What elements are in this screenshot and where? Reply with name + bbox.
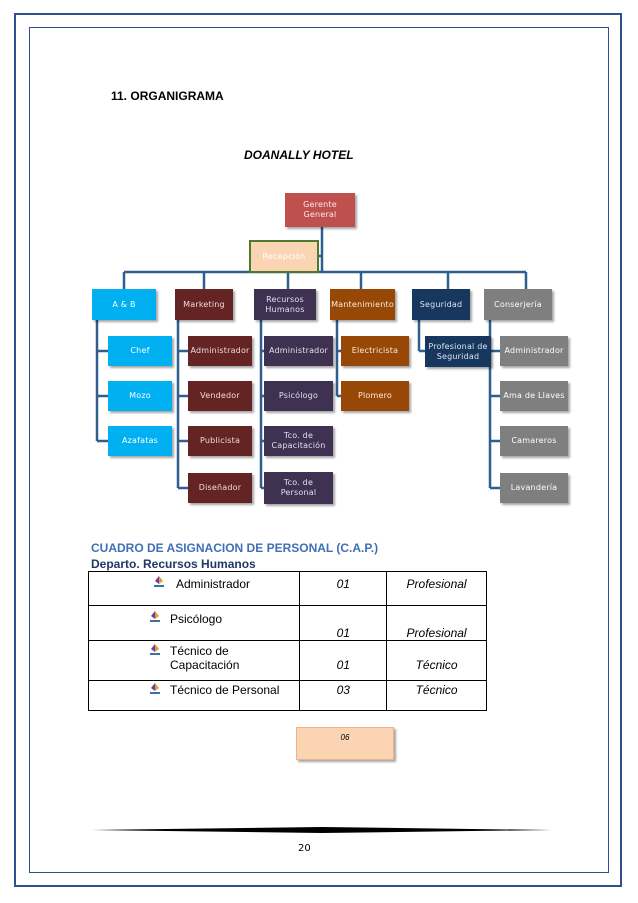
org-recepcion: Recepción — [249, 240, 319, 273]
org-role-conserjeria-administrador: Administrador — [500, 336, 568, 366]
org-role-azafatas: Azafatas — [108, 426, 172, 456]
cap-count: 01 — [299, 571, 388, 606]
cap-type: Profesional — [386, 571, 487, 606]
org-dept-marketing: Marketing — [175, 289, 233, 320]
cap-total: 06 — [296, 727, 394, 760]
org-role-electricista: Electricista — [341, 336, 409, 366]
org-role-ama-de-llaves: Ama de Llaves — [500, 381, 568, 411]
org-role-chef: Chef — [108, 336, 172, 366]
org-role-tco-capacitacion: Tco. de Capacitación — [264, 426, 333, 456]
org-role-plomero: Plomero — [341, 381, 409, 411]
cap-count: 03 — [299, 680, 388, 711]
section-heading: 11. ORGANIGRAMA — [111, 89, 224, 103]
cap-role: Técnico de Personal — [170, 683, 280, 697]
page-border-inner — [29, 27, 609, 873]
hotel-name: DOANALLY HOTEL — [244, 148, 354, 162]
org-role-profesional-seguridad: Profesional de Seguridad — [425, 336, 491, 367]
org-dept-conserjeria: Conserjería — [484, 289, 552, 320]
cap-role: Técnico de Capacitación — [170, 644, 240, 672]
org-dept-rrhh: Recursos Humanos — [254, 289, 316, 320]
org-dept-ab: A & B — [92, 289, 156, 320]
cap-table: Administrador 01 Profesional Psicólogo 0… — [87, 571, 487, 711]
bullet-icon — [150, 611, 160, 622]
cap-type: Técnico — [386, 640, 487, 681]
cap-department: Departo. Recursos Humanos — [91, 557, 256, 571]
bullet-icon — [150, 683, 160, 694]
cap-count: 01 — [299, 640, 388, 681]
table-row: Técnico de Capacitación 01 Técnico — [87, 640, 487, 681]
cap-role: Psicólogo — [170, 612, 223, 626]
page-border-outer — [14, 13, 622, 887]
table-row: Técnico de Personal 03 Técnico — [87, 680, 487, 711]
org-role-vendedor: Vendedor — [188, 381, 252, 411]
cap-role: Administrador — [176, 577, 251, 591]
org-dept-mantenimiento: Mantenimiento — [330, 289, 395, 320]
cap-title: CUADRO DE ASIGNACION DE PERSONAL (C.A.P.… — [91, 541, 379, 555]
org-role-mozo: Mozo — [108, 381, 172, 411]
org-role-mkt-administrador: Administrador — [188, 336, 252, 366]
org-role-camareros: Camareros — [500, 426, 568, 456]
org-role-rrhh-administrador: Administrador — [264, 336, 333, 366]
bullet-icon — [150, 644, 160, 655]
table-row: Administrador 01 Profesional — [87, 571, 487, 606]
cap-type: Técnico — [386, 680, 487, 711]
bullet-icon — [154, 576, 164, 587]
cap-type: Profesional — [386, 605, 487, 641]
cap-count: 01 — [299, 605, 388, 641]
page-number: 20 — [298, 843, 311, 854]
org-role-lavanderia: Lavandería — [500, 473, 568, 503]
org-role-psicologo: Psicólogo — [264, 381, 333, 411]
org-role-tco-personal: Tco. de Personal — [264, 472, 333, 504]
footer-divider — [92, 827, 552, 833]
org-gerente-general: Gerente General — [285, 193, 355, 227]
table-row: Psicólogo 01 Profesional — [87, 605, 487, 641]
org-role-disenador: Diseñador — [188, 473, 252, 503]
org-dept-seguridad: Seguridad — [412, 289, 470, 320]
org-role-publicista: Publicista — [188, 426, 252, 456]
